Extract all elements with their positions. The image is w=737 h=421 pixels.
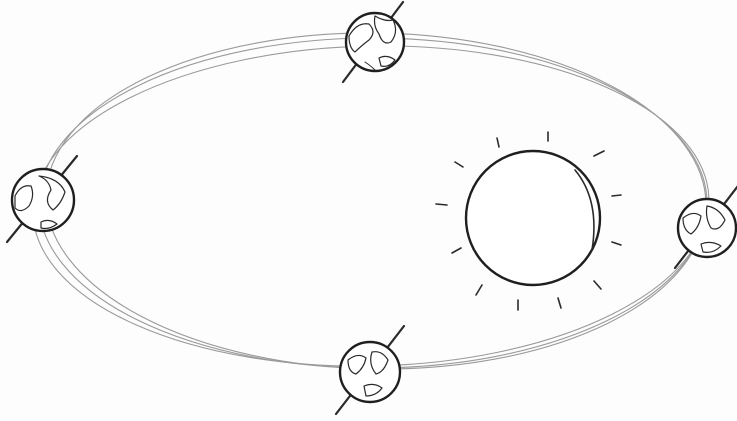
sun-ray <box>594 151 604 156</box>
sun-ray <box>594 281 601 289</box>
earth-globe-icon <box>675 182 737 268</box>
earth-body <box>340 342 400 402</box>
earth-globe-icon <box>336 326 404 414</box>
sun-ray <box>612 242 621 245</box>
sun-ray <box>476 285 482 295</box>
earth-globe-icon <box>7 156 77 242</box>
sun-ray <box>558 298 561 308</box>
sun-ray <box>455 162 463 167</box>
orbit-ellipse <box>30 28 713 374</box>
sun-ray <box>612 195 621 196</box>
sun-disc <box>466 151 600 285</box>
earth-globe-icon <box>343 2 404 82</box>
sun-ray <box>497 138 499 147</box>
sun-ray <box>436 204 447 205</box>
sun-ray <box>452 248 461 253</box>
sun-icon <box>436 132 621 310</box>
